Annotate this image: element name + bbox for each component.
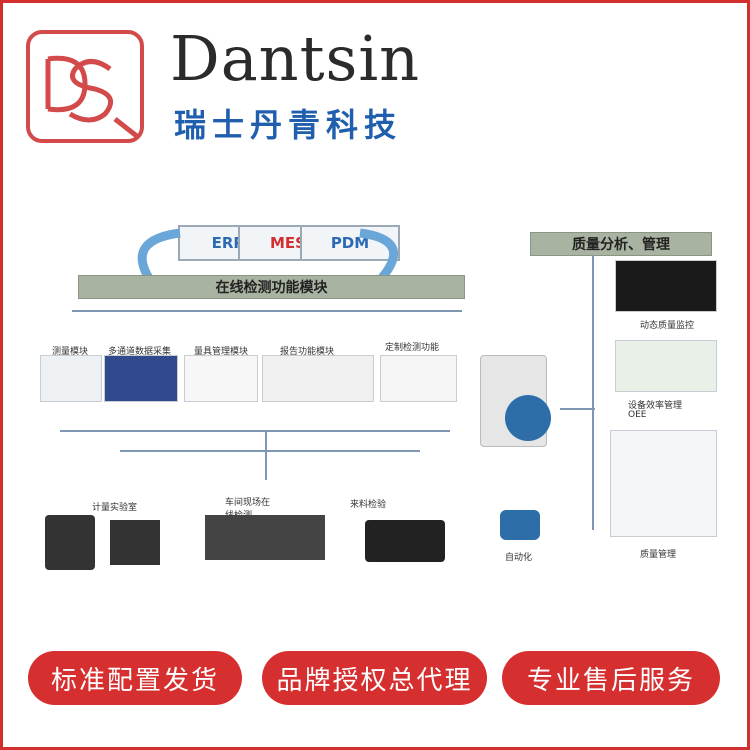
equipment-efficiency-label: 设备效率管理: [628, 401, 683, 411]
module-thumb-4: [262, 355, 374, 402]
module-thumb-1: [40, 355, 102, 402]
module-label-5: 定制检测功能: [385, 343, 440, 353]
quality-line: [592, 255, 594, 530]
globe-icon: [505, 395, 551, 441]
module-thumb-3: [184, 355, 258, 402]
lab-bus-line: [120, 450, 420, 452]
cmm-machine-icon: [45, 515, 95, 570]
module-thumb-2: [104, 355, 178, 402]
quality-band: 质量分析、管理: [530, 232, 712, 256]
server-quality-line: [560, 408, 595, 410]
automation-icon: [500, 510, 540, 540]
tablet-device-icon: [365, 520, 445, 562]
workshop-equipment-icon: [205, 515, 325, 560]
module-label-2: 多通道数据采集: [108, 347, 172, 357]
module-label-4: 报告功能模块: [280, 347, 335, 357]
quality-management-label: 质量管理: [640, 550, 677, 560]
bottom-bus-line: [60, 430, 450, 432]
quality-report-thumb: [610, 430, 717, 537]
drop-line: [265, 430, 267, 480]
module-thumb-5: [380, 355, 457, 402]
brand-name: Dantsin: [170, 22, 421, 95]
lab-label-3: 来料检验: [350, 500, 387, 510]
pdm-box: PDM: [300, 225, 400, 261]
online-module-band: 在线检测功能模块: [78, 275, 465, 299]
bus-line: [72, 310, 462, 312]
module-label-3: 量具管理模块: [194, 347, 249, 357]
brand-cn: 瑞士丹青科技: [174, 106, 403, 144]
oee-label: OEE: [628, 410, 647, 420]
module-label-1: 测量模块: [52, 347, 89, 357]
after-sales-button[interactable]: 专业售后服务: [502, 651, 720, 705]
oee-thumb: [615, 340, 717, 392]
automation-label: 自动化: [505, 553, 533, 563]
instrument-icon: [110, 520, 160, 565]
lab-label-1: 计量实验室: [92, 503, 138, 513]
logo-icon: [45, 55, 140, 139]
dynamic-quality-label: 动态质量监控: [640, 321, 695, 331]
brand-authorized-button[interactable]: 品牌授权总代理: [262, 651, 487, 705]
logo: [26, 30, 144, 143]
dashboard-thumb: [615, 260, 717, 312]
standard-config-button[interactable]: 标准配置发货: [28, 651, 242, 705]
